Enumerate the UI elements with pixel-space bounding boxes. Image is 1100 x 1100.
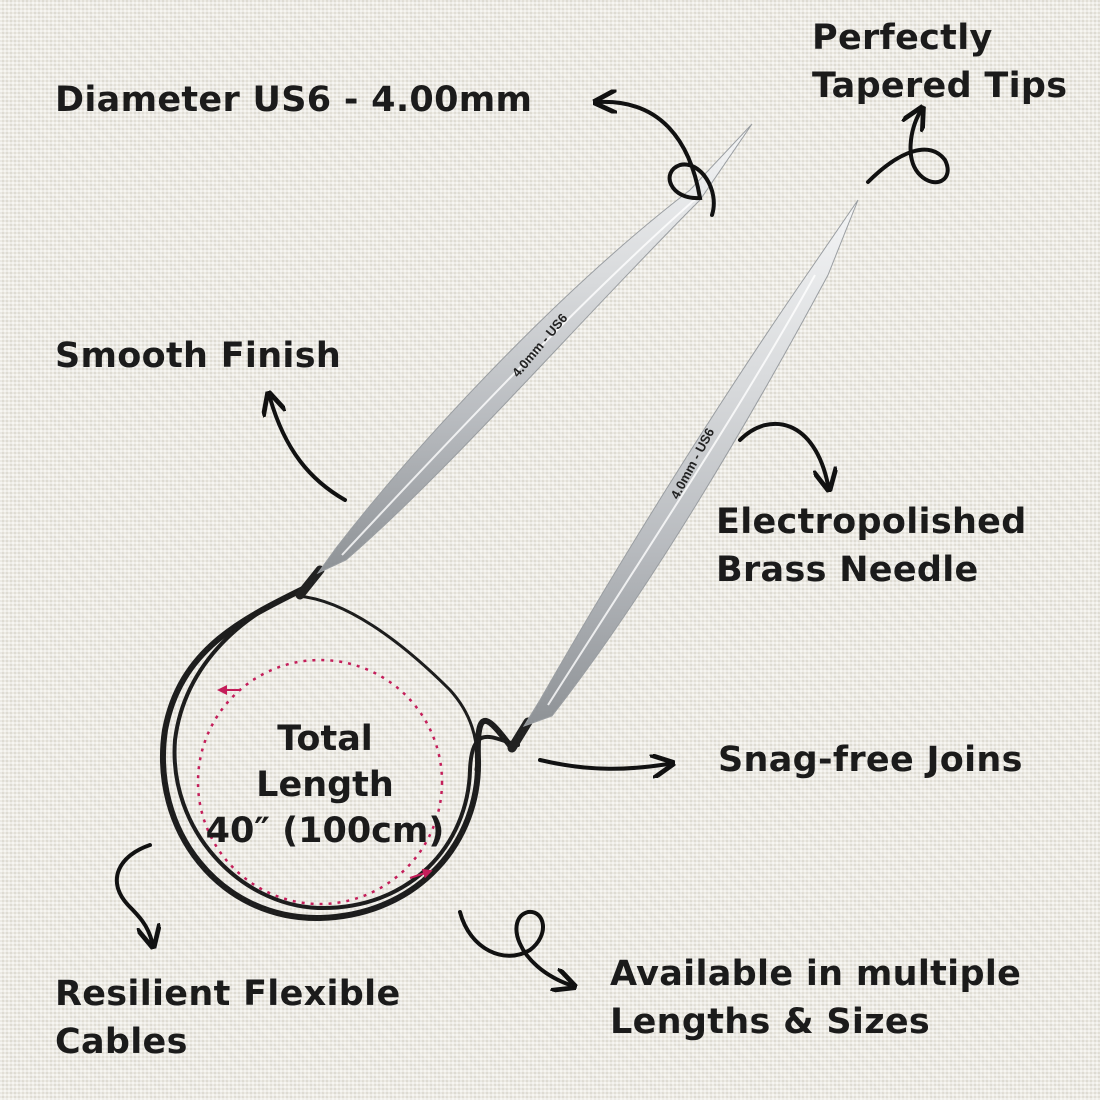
needle-right xyxy=(507,199,859,753)
curly-arrow-icon xyxy=(458,909,570,985)
curly-arrow-icon xyxy=(270,398,347,502)
curly-arrow-icon xyxy=(114,843,152,942)
curly-arrow-icon xyxy=(738,421,828,485)
label-available-sizes: Available in multiple Lengths & Sizes xyxy=(610,954,1022,1042)
dotted-circle-arrow-icon xyxy=(409,868,433,879)
label-tapered-tips: Perfectly Tapered Tips xyxy=(812,18,1068,106)
needle-left xyxy=(295,123,753,600)
label-smooth-finish: Smooth Finish xyxy=(55,336,342,376)
label-snag-free: Snag-free Joins xyxy=(718,740,1023,780)
label-resilient-cables: Resilient Flexible Cables xyxy=(55,974,401,1062)
dotted-length-circle xyxy=(196,658,444,906)
cable-strand xyxy=(296,594,479,772)
curly-arrow-icon xyxy=(600,102,716,217)
curly-arrow-icon xyxy=(866,112,950,185)
label-total-length: Total Length 40″ (100cm) xyxy=(205,719,445,851)
label-electropolished: Electropolished Brass Needle xyxy=(716,502,1027,590)
label-diameter: Diameter US6 - 4.00mm xyxy=(55,80,533,120)
cable-strand xyxy=(172,590,520,911)
curly-arrow-icon xyxy=(538,760,668,769)
cable xyxy=(160,585,520,922)
